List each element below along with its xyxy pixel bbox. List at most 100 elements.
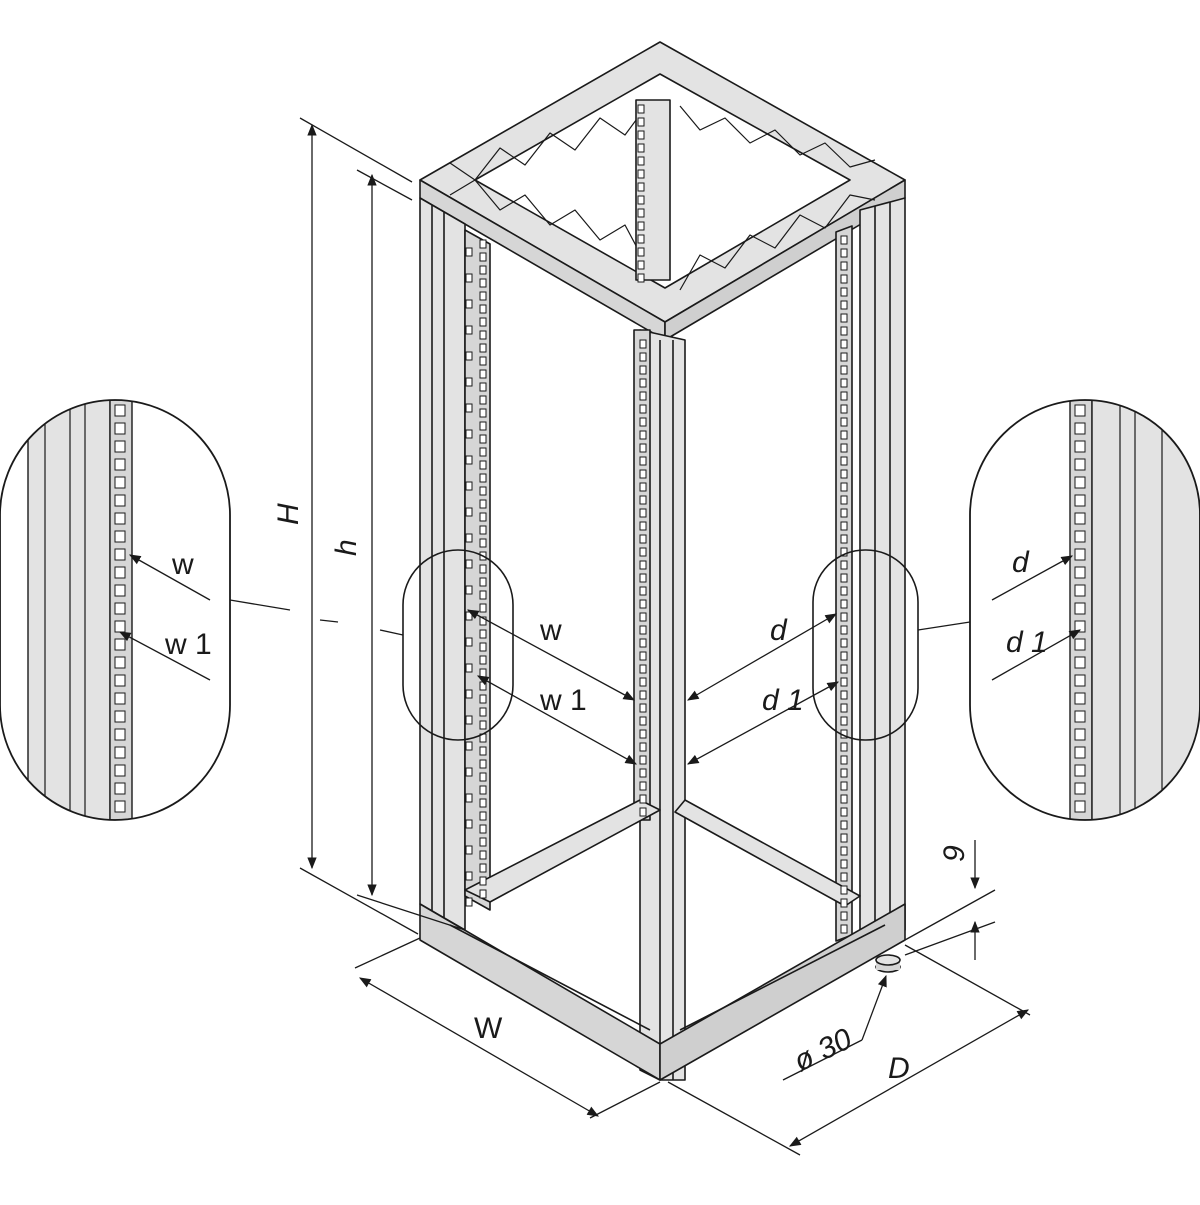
rail-hole xyxy=(840,898,848,908)
rail-hole xyxy=(1074,476,1086,489)
rail-hole xyxy=(637,104,645,114)
rail-hole xyxy=(479,642,487,652)
rail-hole xyxy=(479,395,487,405)
rail-hole xyxy=(639,560,647,570)
rail-hole xyxy=(637,130,645,140)
rail-hole xyxy=(637,156,645,166)
rail-hole xyxy=(465,403,473,413)
rail-hole xyxy=(479,746,487,756)
rail-hole xyxy=(479,239,487,249)
rail-hole xyxy=(1074,728,1086,741)
rail-hole xyxy=(479,668,487,678)
rail-hole xyxy=(479,837,487,847)
rail-hole xyxy=(114,620,126,633)
rail-hole xyxy=(114,710,126,723)
rail-hole xyxy=(114,458,126,471)
rail-hole xyxy=(479,720,487,730)
rail-hole xyxy=(479,512,487,522)
rail-hole xyxy=(639,729,647,739)
rail-hole xyxy=(840,235,848,245)
rail-hole xyxy=(1074,800,1086,813)
rail-hole xyxy=(1074,530,1086,543)
rail-hole xyxy=(114,746,126,759)
detail-right-d-label: d xyxy=(1012,546,1030,579)
rail-hole xyxy=(114,584,126,597)
foot-diameter-label: ø 30 xyxy=(789,1022,858,1078)
rail-hole xyxy=(465,819,473,829)
rail-hole xyxy=(840,326,848,336)
rail-hole xyxy=(114,530,126,543)
rail-hole xyxy=(465,637,473,647)
rail-hole xyxy=(479,499,487,509)
rail-hole xyxy=(479,278,487,288)
dimension-W-label: W xyxy=(474,1012,503,1045)
rail-hole xyxy=(479,369,487,379)
rail-hole xyxy=(639,586,647,596)
rail-hole xyxy=(840,833,848,843)
rail-hole xyxy=(840,586,848,596)
rail-hole xyxy=(840,638,848,648)
rail-hole xyxy=(840,339,848,349)
rail-hole xyxy=(1074,710,1086,723)
rail-hole xyxy=(639,638,647,648)
rail-hole xyxy=(465,533,473,543)
rail-hole xyxy=(639,508,647,518)
rail-hole xyxy=(465,741,473,751)
rail-hole xyxy=(479,447,487,457)
rail-hole xyxy=(639,625,647,635)
rail-hole xyxy=(479,707,487,717)
rail-hole xyxy=(1074,584,1086,597)
rail-hole xyxy=(840,703,848,713)
rail-hole xyxy=(639,430,647,440)
rail-hole xyxy=(114,422,126,435)
rail-hole xyxy=(639,651,647,661)
rail-hole xyxy=(639,781,647,791)
rail-hole xyxy=(639,469,647,479)
rail-hole xyxy=(1074,440,1086,453)
detail-left-w1-label: w 1 xyxy=(164,628,212,661)
rail-hole xyxy=(840,391,848,401)
rail-hole xyxy=(114,800,126,813)
rail-hole xyxy=(639,716,647,726)
rail-hole xyxy=(637,117,645,127)
rail-hole xyxy=(114,548,126,561)
rail-hole xyxy=(840,781,848,791)
rail-hole xyxy=(639,807,647,817)
rail-hole xyxy=(1074,674,1086,687)
rail-hole xyxy=(479,603,487,613)
dimension-h-label: h xyxy=(330,539,363,556)
rail-hole xyxy=(840,404,848,414)
rail-hole xyxy=(1074,494,1086,507)
rail-hole xyxy=(114,656,126,669)
rail-hole xyxy=(840,651,848,661)
rail-hole xyxy=(1074,566,1086,579)
rail-hole xyxy=(840,768,848,778)
rail-hole xyxy=(479,356,487,366)
rail-hole xyxy=(840,313,848,323)
rail-hole xyxy=(114,728,126,741)
rail-hole xyxy=(479,655,487,665)
rail-hole xyxy=(639,664,647,674)
rail-hole xyxy=(840,846,848,856)
rail-hole xyxy=(637,221,645,231)
dimension-w1-label: w 1 xyxy=(539,684,587,717)
dimension-base-height-label: 9 xyxy=(938,845,971,862)
rail-hole xyxy=(465,845,473,855)
detail-left-w-label: w xyxy=(171,548,194,581)
rail-hole xyxy=(840,612,848,622)
rail-hole xyxy=(114,782,126,795)
rail-hole xyxy=(114,476,126,489)
rail-hole xyxy=(479,785,487,795)
dimension-H-label: H xyxy=(272,503,305,525)
rail-hole xyxy=(840,664,848,674)
rail-hole xyxy=(840,755,848,765)
rail-hole xyxy=(1074,458,1086,471)
rail-hole xyxy=(465,481,473,491)
rail-hole xyxy=(840,430,848,440)
rail-hole xyxy=(1074,764,1086,777)
rail-hole xyxy=(840,508,848,518)
rail-hole xyxy=(637,182,645,192)
rail-hole xyxy=(639,755,647,765)
dimension-d1-label: d 1 xyxy=(762,684,804,717)
rail-hole xyxy=(840,859,848,869)
